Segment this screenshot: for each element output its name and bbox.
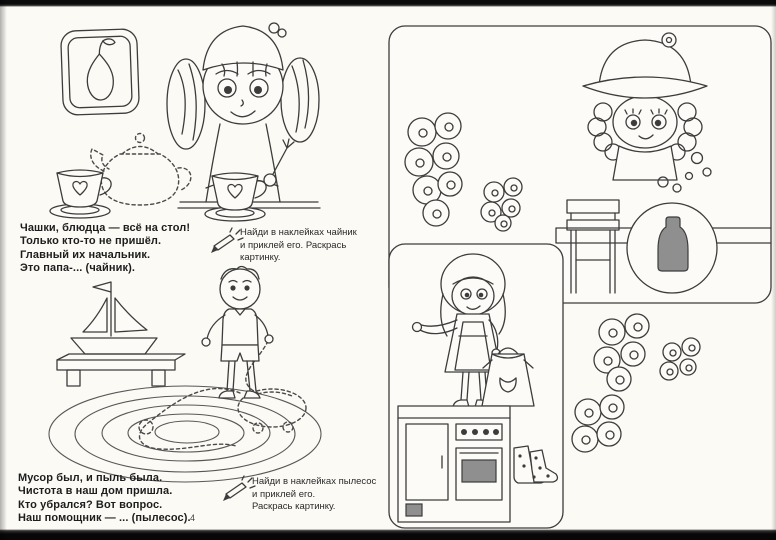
sailboat-on-shelf-illustration xyxy=(56,281,186,387)
left-page-illustrations xyxy=(48,22,322,501)
round-tray-with-jar-illustration xyxy=(626,202,718,294)
poem-line: Чашки, блюдца — всё на стол! xyxy=(20,222,190,235)
poem-first-word: Мусор xyxy=(18,472,54,484)
apron-on-hook-illustration xyxy=(481,347,535,407)
poem-line: Это папа-... (чайник). xyxy=(20,262,136,275)
pencil-task-icon xyxy=(211,227,244,253)
boy-illustration xyxy=(201,265,274,399)
task-line: Раскрась картинку. xyxy=(252,501,336,512)
standing-girl-illustration xyxy=(411,253,506,408)
stove-illustration xyxy=(397,405,511,523)
girl-with-pigtails-illustration xyxy=(166,22,321,209)
task-vacuum: Найди в наклейках пылесос и приклей его.… xyxy=(252,476,376,514)
scan-edge-top xyxy=(0,0,776,7)
boots-illustration xyxy=(513,445,559,484)
page-number: 4 xyxy=(190,513,196,523)
scan-edge-bottom xyxy=(0,529,776,540)
flower-cluster-right-2 xyxy=(659,337,701,381)
girl-in-hat-illustration xyxy=(582,32,712,193)
right-page-illustrations xyxy=(388,25,772,529)
teacup-right-illustration xyxy=(204,172,267,222)
poem-line-rest: был, и пыль была. xyxy=(53,472,163,484)
task-line: Найди в наклейках пылесос xyxy=(252,476,377,487)
poem-line: Наш помощник — ... (пылесос). xyxy=(18,512,191,525)
teacup-left-illustration xyxy=(49,169,112,219)
scan-edge-left xyxy=(0,0,7,540)
poem-line-rest: , блюдца — всё на стол! xyxy=(55,222,191,234)
task-line: и приклей его. xyxy=(252,488,316,500)
poem-vacuum: Мусор был, и пыль была. Чистота в наш до… xyxy=(18,472,191,526)
task-teapot: Найди в наклейках чайник и приклей его. … xyxy=(240,227,357,265)
task-line: картинку. xyxy=(240,252,281,263)
scan-edge-right xyxy=(771,0,776,540)
poem-first-word: Чашки xyxy=(20,222,56,234)
pencil-task-icon-2 xyxy=(223,475,256,501)
flower-cluster-large xyxy=(404,112,463,227)
poem-line: Чистота в наш дом пришла. xyxy=(18,485,173,498)
flower-cluster-right-3 xyxy=(571,394,625,453)
tray-with-pear-illustration xyxy=(60,28,140,116)
poem-line: Кто убрался? Вот вопрос. xyxy=(18,498,163,511)
chair-illustration xyxy=(566,199,620,294)
poem-teapot: Чашки, блюдца — всё на стол! Только кто-… xyxy=(20,222,190,276)
flower-cluster-right-1 xyxy=(593,313,650,392)
task-line: и приклей его. Раскрась xyxy=(240,239,347,251)
teapot-outline xyxy=(90,132,192,206)
task-line: Найди в наклейках чайник xyxy=(240,227,357,238)
rug-illustration xyxy=(48,385,322,483)
poem-line: Мусор был, и пыль была. xyxy=(18,472,191,485)
poem-line: Главный их начальник. xyxy=(20,248,151,261)
flower-cluster-small xyxy=(480,177,523,232)
poem-line: Только кто-то не пришёл. xyxy=(20,235,162,248)
